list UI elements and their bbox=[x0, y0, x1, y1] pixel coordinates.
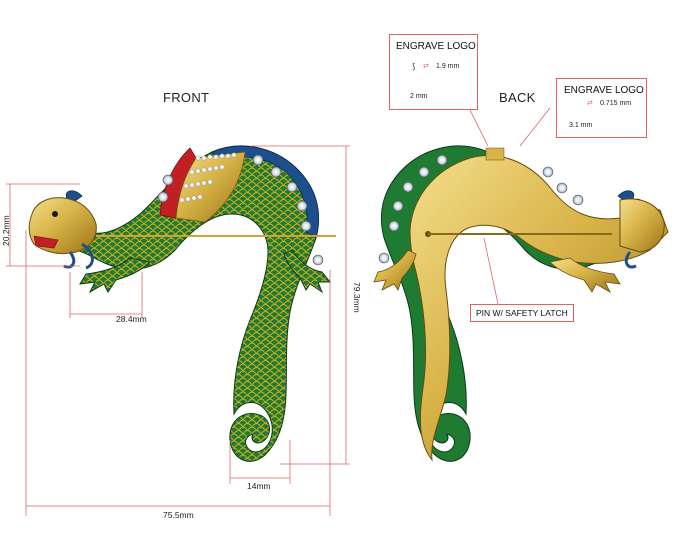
logo-glyph-left: ⟆ bbox=[412, 62, 416, 71]
engrave-logo-callout-right: ENGRAVE LOGO ⇄ 0.715 mm 3.1 mm bbox=[556, 78, 647, 138]
engrave-logo-title-left: ENGRAVE LOGO bbox=[396, 41, 476, 52]
engrave-logo-title-right: ENGRAVE LOGO bbox=[564, 85, 644, 96]
back-gold-plate bbox=[409, 155, 669, 462]
logo-height-value-left: 2 mm bbox=[410, 93, 428, 100]
back-leg-right bbox=[549, 257, 621, 294]
front-dragon bbox=[28, 145, 336, 462]
tail-width-label: 14mm bbox=[247, 481, 271, 491]
logo-height-value-right: 3.1 mm bbox=[569, 122, 593, 129]
pin-safety-latch-callout: PIN W/ SAFETY LATCH bbox=[470, 304, 574, 322]
front-view-title: FRONT bbox=[163, 90, 210, 105]
back-head bbox=[617, 190, 665, 269]
logo-width-arrow-left: ⇄ bbox=[423, 63, 429, 70]
total-height-label: 79.3mm bbox=[352, 282, 362, 313]
back-view-title: BACK bbox=[499, 90, 536, 105]
spine-gems bbox=[157, 154, 324, 266]
front-leg-shape bbox=[79, 257, 152, 294]
wing-gold-shape bbox=[175, 151, 246, 223]
dimension-lines bbox=[6, 107, 551, 516]
logo-engrave-mark bbox=[485, 147, 505, 161]
logo-width-value-right: 0.715 mm bbox=[600, 100, 632, 107]
total-width-label: 75.5mm bbox=[163, 510, 194, 520]
leg-span-label: 28.4mm bbox=[116, 314, 147, 324]
back-dragon bbox=[373, 145, 669, 462]
back-enamel-shape bbox=[211, 145, 319, 239]
front-dragon-head bbox=[28, 190, 97, 270]
logo-width-arrow-right: ⇄ bbox=[587, 100, 593, 107]
logo-width-value-left: 1.9 mm bbox=[436, 63, 460, 70]
head-height-label: 20.2mm bbox=[1, 215, 11, 246]
rear-leg-shape bbox=[283, 249, 332, 294]
back-leg-left bbox=[373, 249, 417, 291]
engrave-logo-callout-left: ENGRAVE LOGO ⟆ ⇄ 1.9 mm 2 mm bbox=[389, 34, 478, 110]
wing-diamond-rows bbox=[179, 152, 237, 203]
back-spine-gems bbox=[378, 154, 584, 264]
